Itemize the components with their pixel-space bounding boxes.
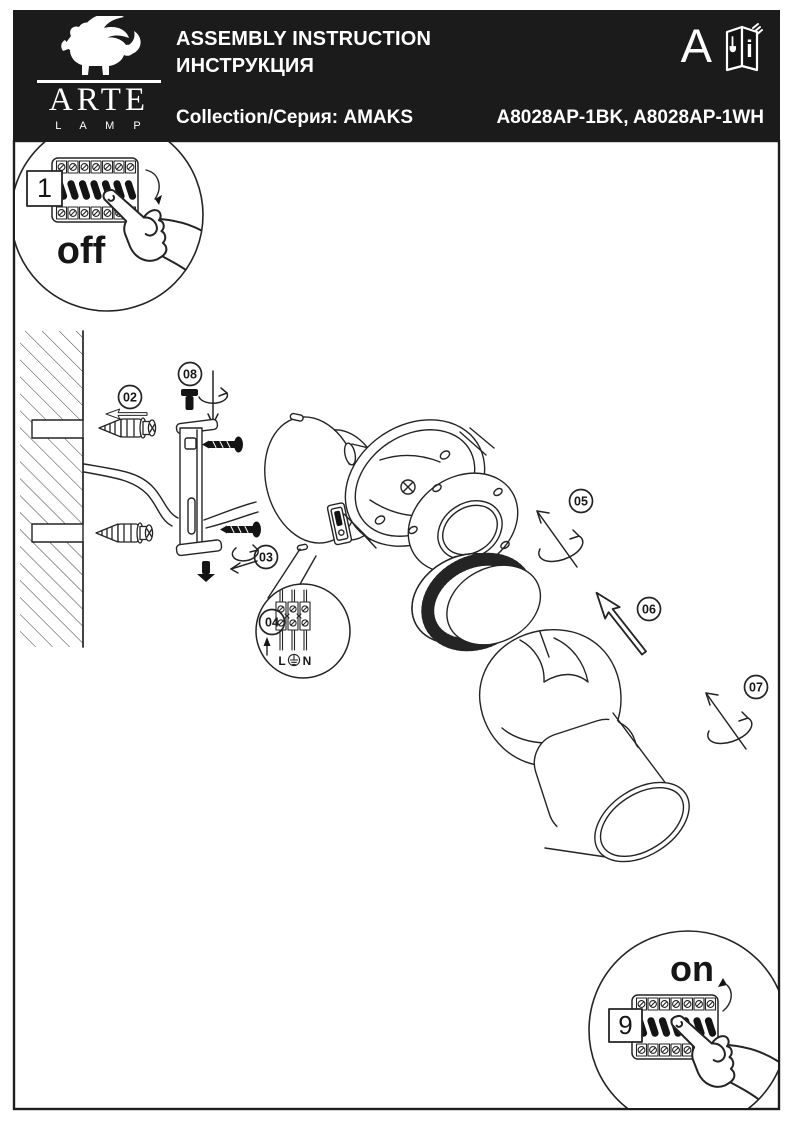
marking-block: A i (681, 22, 764, 74)
svg-text:07: 07 (749, 681, 763, 695)
book-info-letter: i (746, 36, 753, 63)
power-switch[interactable] (326, 502, 353, 546)
wire-direction-arrow (263, 637, 271, 656)
turn-on-arrow (722, 984, 732, 1012)
step-number: 9 (618, 1010, 632, 1040)
brand-name: ARTE (37, 80, 161, 117)
brand-logo: ARTE L A M P (37, 16, 161, 132)
svg-text:05: 05 (574, 495, 588, 509)
part-label-04: 04 (258, 608, 286, 636)
screw-rotation-arrow-03 (230, 544, 259, 574)
part-label-05: 05 (568, 488, 594, 514)
power-on-label: on (670, 948, 714, 989)
part-label-06: 06 (636, 596, 662, 622)
mounting-screw-icon (220, 521, 261, 538)
turn-off-arrow (145, 169, 160, 200)
earth-ground-icon (287, 653, 301, 667)
mounting-screw-icon (202, 436, 243, 453)
terminal-label-neutral: N (303, 654, 312, 668)
lamp-head (343, 419, 519, 574)
part-label-02: 02 (117, 384, 143, 410)
book-info-icon: i (725, 23, 763, 72)
mounting-bracket (175, 418, 223, 557)
svg-text:03: 03 (259, 551, 273, 565)
page-frame (12, 139, 781, 1111)
step-power-on: on 9 (588, 930, 778, 1108)
model-codes: A8028AP-1BK, A8028AP-1WH (496, 107, 764, 128)
wall-section (20, 330, 84, 648)
terminal-block (275, 589, 311, 651)
screw-rotation-arrow-08 (198, 370, 229, 425)
part-label-07: 07 (743, 674, 769, 700)
winged-lion-icon (61, 16, 141, 75)
twist-arrow-07 (705, 692, 753, 750)
power-cable (83, 463, 259, 529)
terminal-label-live: L (278, 654, 285, 668)
power-off-label: off (57, 230, 106, 272)
title-ru: ИНСТРУКЦИЯ (176, 55, 315, 77)
anchor-hole (31, 419, 84, 439)
header-bar: ARTE L A M P ASSEMBLY INSTRUCTION ИНСТРУ… (13, 10, 780, 140)
diffuser-lens (411, 552, 542, 652)
shade-cylinder (533, 712, 690, 863)
svg-text:08: 08 (183, 368, 197, 382)
title-en: ASSEMBLY INSTRUCTION (176, 28, 432, 50)
brand-subtitle: L A M P (55, 120, 149, 132)
wall-anchor-icon (98, 417, 157, 439)
step-number-box (608, 1008, 643, 1043)
insert-arrow-02 (105, 408, 148, 420)
collection-series: Collection/Серия: AMAKS (176, 107, 414, 128)
wall-anchor-icon (95, 522, 154, 544)
step-power-off: 1 off (15, 142, 204, 312)
svg-text:06: 06 (642, 603, 656, 617)
step-number: 1 (37, 173, 52, 203)
terminal-detail-circle: 04 L N (255, 583, 351, 679)
flat-screw-icon (197, 561, 215, 582)
step-number-box (26, 170, 63, 207)
svg-text:04: 04 (265, 616, 279, 630)
grub-screw-icon (181, 389, 198, 410)
svg-text:02: 02 (123, 391, 137, 405)
part-label-08: 08 (177, 361, 203, 387)
anchor-hole (31, 523, 84, 543)
twist-arrow-05 (536, 510, 584, 568)
marking-letter: A (680, 19, 712, 72)
